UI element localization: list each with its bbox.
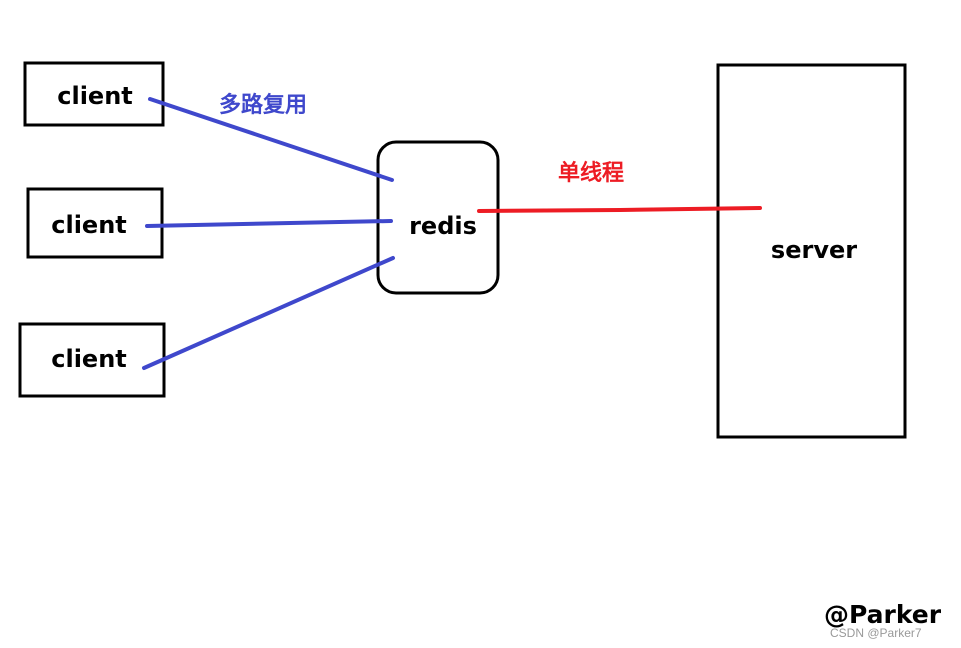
redis-to-server-line [477, 206, 762, 213]
source-watermark: CSDN @Parker7 [830, 626, 922, 640]
redis-label: redis [409, 212, 477, 240]
author-watermark: @Parker [824, 600, 942, 629]
client-box-3 [18, 322, 166, 398]
multiplexing-label: 多路复用 [219, 92, 307, 118]
client-box-2 [26, 187, 164, 259]
client-label-2: client [51, 211, 127, 239]
single-thread-label: 单线程 [558, 160, 624, 186]
client-label-3: client [51, 345, 127, 373]
redis-box [376, 140, 500, 295]
client-2-to-redis-line [145, 219, 393, 228]
client-3-to-redis-line [142, 256, 395, 370]
client-label-1: client [57, 82, 133, 110]
server-label: server [771, 236, 857, 264]
client-box-1 [23, 61, 165, 127]
server-box [716, 63, 907, 439]
client-1-to-redis-line [148, 97, 394, 182]
